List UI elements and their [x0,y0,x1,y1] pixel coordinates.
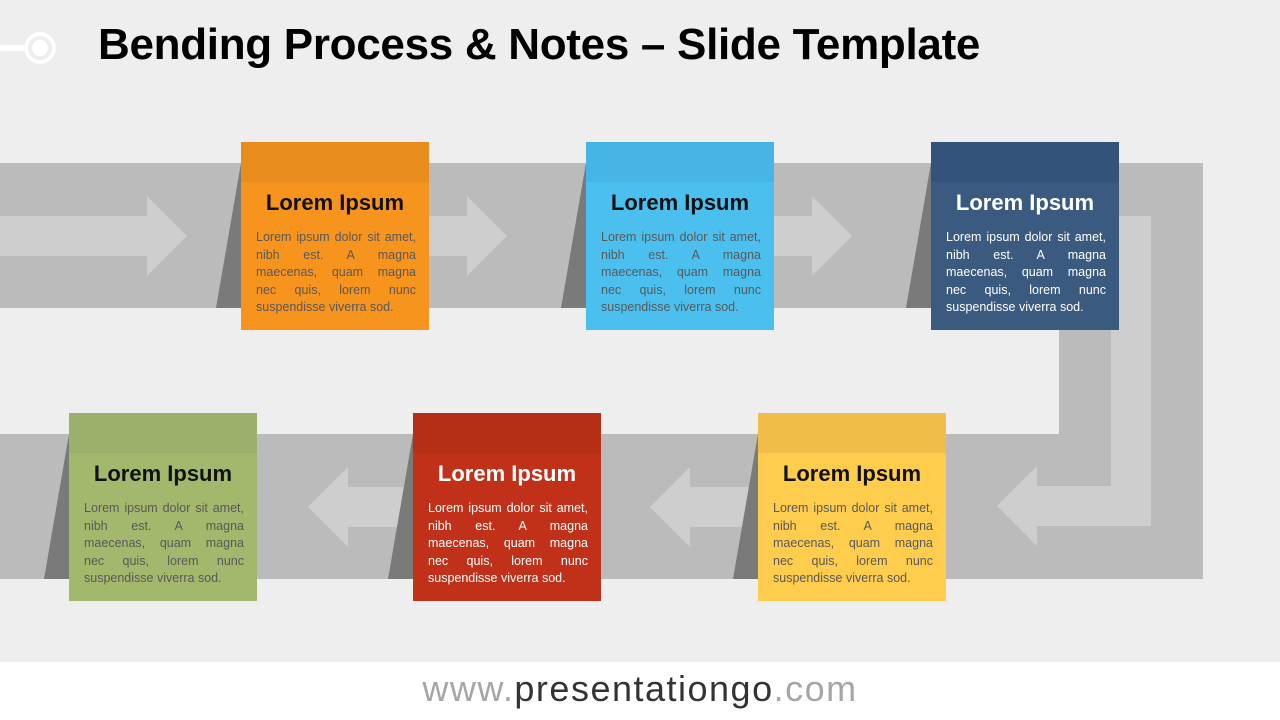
note-title: Lorem Ipsum [265,190,405,215]
note-card-5: Lorem Ipsum Lorem ipsum dolor sit amet, … [413,413,601,601]
note-shadow [733,434,758,579]
note-shadow [44,434,69,579]
note-header [931,142,1119,182]
note-text: Lorem ipsum dolor sit amet, nibh est. A … [773,501,933,585]
note-title: Lorem Ipsum [610,190,750,215]
arrow-left-icon [308,467,413,547]
process-arrows [0,163,1151,579]
note-shadow [561,163,586,308]
arrow-left-icon [650,467,758,547]
arrow-right-icon [429,196,507,276]
url-prefix: www. [422,668,515,709]
note-shadow [906,163,931,308]
slide-title: Bending Process & Notes – Slide Template [98,20,981,69]
note-header [69,413,257,453]
note-card-2: Lorem Ipsum Lorem ipsum dolor sit amet, … [586,142,774,330]
slide-canvas: Bending Process & Notes – Slide Template… [0,20,1203,601]
note-header [241,142,429,182]
note-text: Lorem ipsum dolor sit amet, nibh est. A … [428,501,588,585]
note-title: Lorem Ipsum [437,461,577,486]
footer-bar: www.presentationgo.com [0,662,1280,720]
note-header [586,142,774,182]
note-header [758,413,946,453]
note-title: Lorem Ipsum [93,461,233,486]
note-card-1: Lorem Ipsum Lorem ipsum dolor sit amet, … [241,142,429,330]
note-title: Lorem Ipsum [955,190,1095,215]
note-body [241,182,429,330]
note-shadow [216,163,241,308]
footer-url[interactable]: www.presentationgo.com [0,668,1280,710]
note-card-3: Lorem Ipsum Lorem ipsum dolor sit amet, … [931,142,1119,330]
note-body [413,453,601,601]
arrow-right-icon [774,196,852,276]
note-body [69,453,257,601]
note-text: Lorem ipsum dolor sit amet, nibh est. A … [256,230,416,314]
note-title: Lorem Ipsum [782,461,922,486]
note-text: Lorem ipsum dolor sit amet, nibh est. A … [84,501,244,585]
note-shadow [388,434,413,579]
arrow-right-icon [0,196,187,276]
pin-icon [0,28,64,72]
note-text: Lorem ipsum dolor sit amet, nibh est. A … [601,230,761,314]
note-body [931,182,1119,330]
url-brand: presentationgo [514,668,774,709]
note-text: Lorem ipsum dolor sit amet, nibh est. A … [946,230,1106,314]
note-card-6: Lorem Ipsum Lorem ipsum dolor sit amet, … [69,413,257,601]
note-card-4: Lorem Ipsum Lorem ipsum dolor sit amet, … [758,413,946,601]
note-body [586,182,774,330]
url-suffix: .com [773,668,858,709]
note-header [413,413,601,453]
note-body [758,453,946,601]
